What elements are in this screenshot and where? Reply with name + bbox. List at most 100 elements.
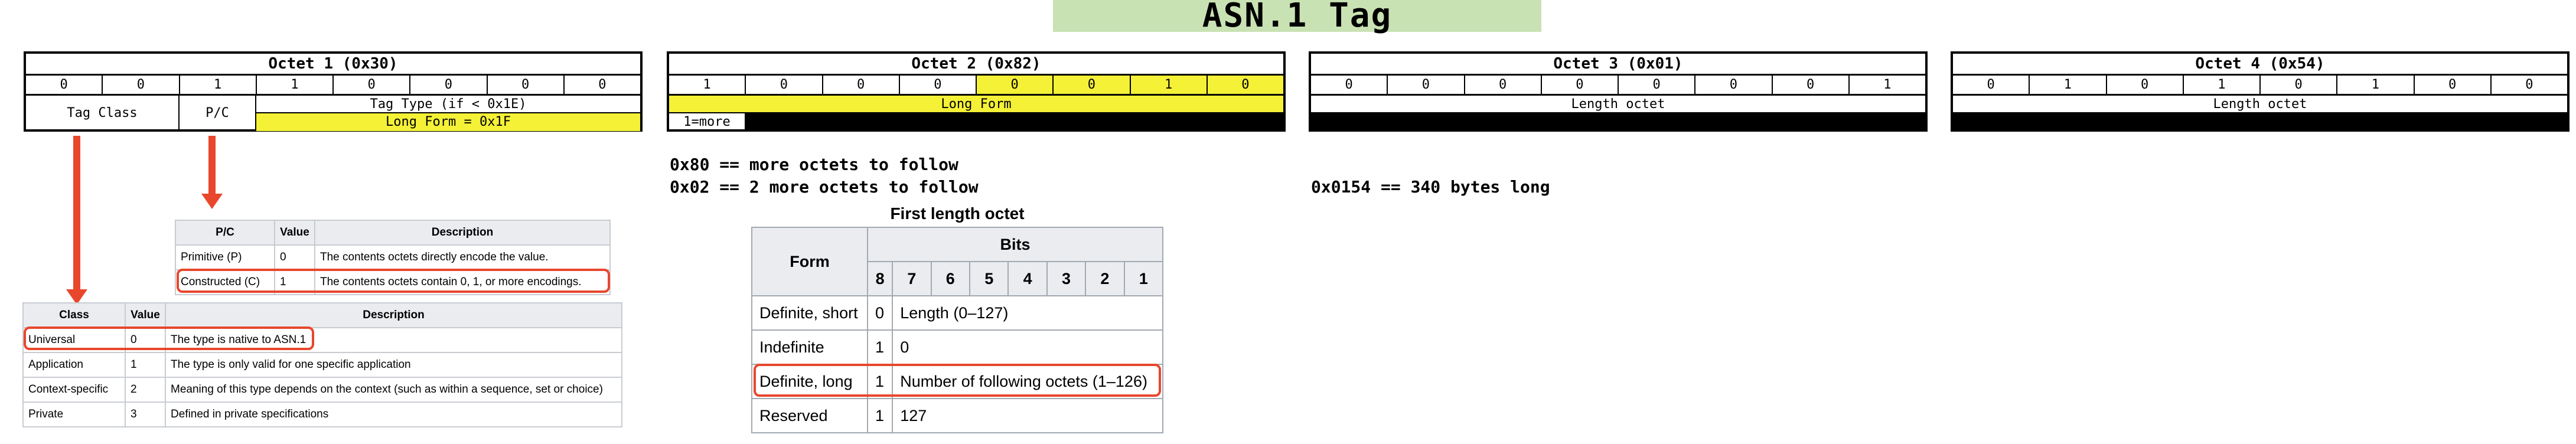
bit: 0: [2259, 76, 2336, 94]
universal-highlight: [24, 327, 314, 350]
bit: 0: [976, 76, 1053, 94]
bit: 0: [1618, 76, 1694, 94]
octet-4: Octet 4 (0x54) 0 1 0 1 0 1 0 0 Length oc…: [1951, 51, 2570, 132]
bit: 1: [703, 77, 711, 92]
length-table-caption: First length octet: [890, 204, 1025, 223]
bit-number: 6: [930, 261, 971, 296]
table-row: Context-specific 2 Meaning of this type …: [22, 377, 622, 403]
table-row: Definite, long 1 Number of following oct…: [751, 364, 1163, 399]
bit-number: 2: [1085, 261, 1125, 296]
form-cell: Indefinite: [751, 329, 868, 365]
bit: 1: [255, 76, 332, 94]
class-cell: Context-specific: [22, 377, 126, 403]
bit: 0: [2105, 76, 2183, 94]
octet-2: Octet 2 (0x82) 1 0 0 0 0 0 1 0 Long Form…: [667, 51, 1286, 132]
bit: 1: [2029, 76, 2105, 94]
pc-label: P/C: [180, 96, 256, 131]
description-header: Description: [314, 220, 611, 246]
bit: 0: [1052, 76, 1130, 94]
bit: 0: [745, 76, 821, 94]
long-form-label: Long Form = 0x1F: [256, 113, 640, 131]
table-row: Application 1 The type is only valid for…: [22, 352, 622, 378]
octet-4-header: Octet 4 (0x54): [1953, 54, 2567, 76]
description-cell: The contents octets directly encode the …: [314, 244, 611, 270]
constructed-highlight: [177, 269, 610, 293]
octet-2-bits: 1 0 0 0 0 0 1 0: [669, 76, 1283, 96]
bit: 0: [486, 76, 563, 94]
bit8-cell: 1: [866, 329, 894, 365]
bit: 0: [1345, 77, 1353, 92]
bit: 1: [2336, 76, 2413, 94]
value-cell: 3: [125, 401, 166, 427]
more-flag-label: 1=more: [669, 113, 746, 131]
bits-cell: Number of following octets (1–126): [892, 364, 1163, 399]
bit-number: 1: [1123, 261, 1164, 296]
pc-arrow-shaft: [208, 136, 216, 195]
bit8-cell: 1: [866, 398, 894, 433]
length-octet-label: Length octet: [1953, 96, 2567, 113]
bit: 0: [102, 76, 178, 94]
form-cell: Definite, short: [751, 295, 868, 331]
table-row: Reserved 1 127: [751, 398, 1163, 433]
bit: 0: [821, 76, 899, 94]
tag-class-arrow-shaft: [73, 136, 80, 290]
bits-cell: 0: [892, 329, 1163, 365]
pc-cell: Primitive (P): [175, 244, 275, 270]
more-octets-note: 0x80 == more octets to follow: [670, 155, 958, 174]
bit: 0: [1206, 76, 1283, 94]
bit-number: 7: [892, 261, 932, 296]
bits-header: Bits: [867, 227, 1163, 262]
bits-cell: 127: [892, 398, 1163, 433]
length-table: Form Bits 8 7 6 5 4 3 2 1 Definite, shor…: [751, 227, 1164, 433]
length-octet-label: Length octet: [1311, 96, 1925, 113]
class-table: Class Value Description Universal 0 The …: [22, 302, 622, 427]
bit: 0: [2490, 76, 2567, 94]
bit: 0: [332, 76, 409, 94]
octet-1-bits: 0 0 1 1 0 0 0 0: [26, 76, 640, 96]
value-cell: 0: [274, 244, 315, 270]
bit-number: 5: [969, 261, 1009, 296]
class-cell: Private: [22, 401, 126, 427]
tag-type-label: Tag Type (if < 0x1E): [256, 96, 640, 113]
two-more-note: 0x02 == 2 more octets to follow: [670, 177, 979, 197]
bit: 0: [1771, 76, 1848, 94]
bit-number: 3: [1046, 261, 1087, 296]
bit: 1: [1129, 76, 1207, 94]
bit: 1: [2182, 76, 2259, 94]
octet-1: Octet 1 (0x30) 0 0 1 1 0 0 0 0 Tag Class…: [24, 51, 643, 132]
bit-number: 8: [866, 261, 894, 296]
tag-class-arrow-head: [66, 289, 87, 305]
diagram-title: ASN.1 Tag: [1053, 0, 1541, 32]
table-row: Primitive (P) 0 The contents octets dire…: [175, 244, 611, 270]
octet-4-bits: 0 1 0 1 0 1 0 0: [1953, 76, 2567, 96]
bit: 0: [1463, 76, 1541, 94]
octet-2-blank: [746, 113, 1283, 131]
bit: 0: [1387, 76, 1463, 94]
form-header: Form: [751, 227, 868, 296]
bit8-cell: 0: [866, 295, 894, 331]
bit: 0: [409, 76, 486, 94]
bit: 0: [2413, 76, 2490, 94]
table-row: Indefinite 1 0: [751, 329, 1163, 365]
pc-arrow-head: [201, 194, 223, 209]
value-header: Value: [125, 302, 166, 328]
octet-3-blank: [1311, 113, 1925, 131]
bit: 1: [178, 76, 256, 94]
form-cell: Definite, long: [751, 364, 868, 399]
bit: 0: [60, 77, 68, 92]
bit: 0: [1694, 76, 1771, 94]
description-cell: Meaning of this type depends on the cont…: [165, 377, 622, 403]
octet-1-header: Octet 1 (0x30): [26, 54, 640, 76]
octet-2-header: Octet 2 (0x82): [669, 54, 1283, 76]
bit: 1: [1848, 76, 1925, 94]
octet-3: Octet 3 (0x01) 0 0 0 0 0 0 0 1 Length oc…: [1309, 51, 1928, 132]
bit: 0: [563, 76, 640, 94]
value-cell: 2: [125, 377, 166, 403]
description-cell: Defined in private specifications: [165, 401, 622, 427]
pc-table: P/C Value Description Primitive (P) 0 Th…: [175, 220, 611, 295]
octet-4-blank: [1953, 113, 2567, 131]
class-header: Class: [22, 302, 126, 328]
form-cell: Reserved: [751, 398, 868, 433]
bit: 0: [898, 76, 976, 94]
description-cell: The type is only valid for one specific …: [165, 352, 622, 378]
